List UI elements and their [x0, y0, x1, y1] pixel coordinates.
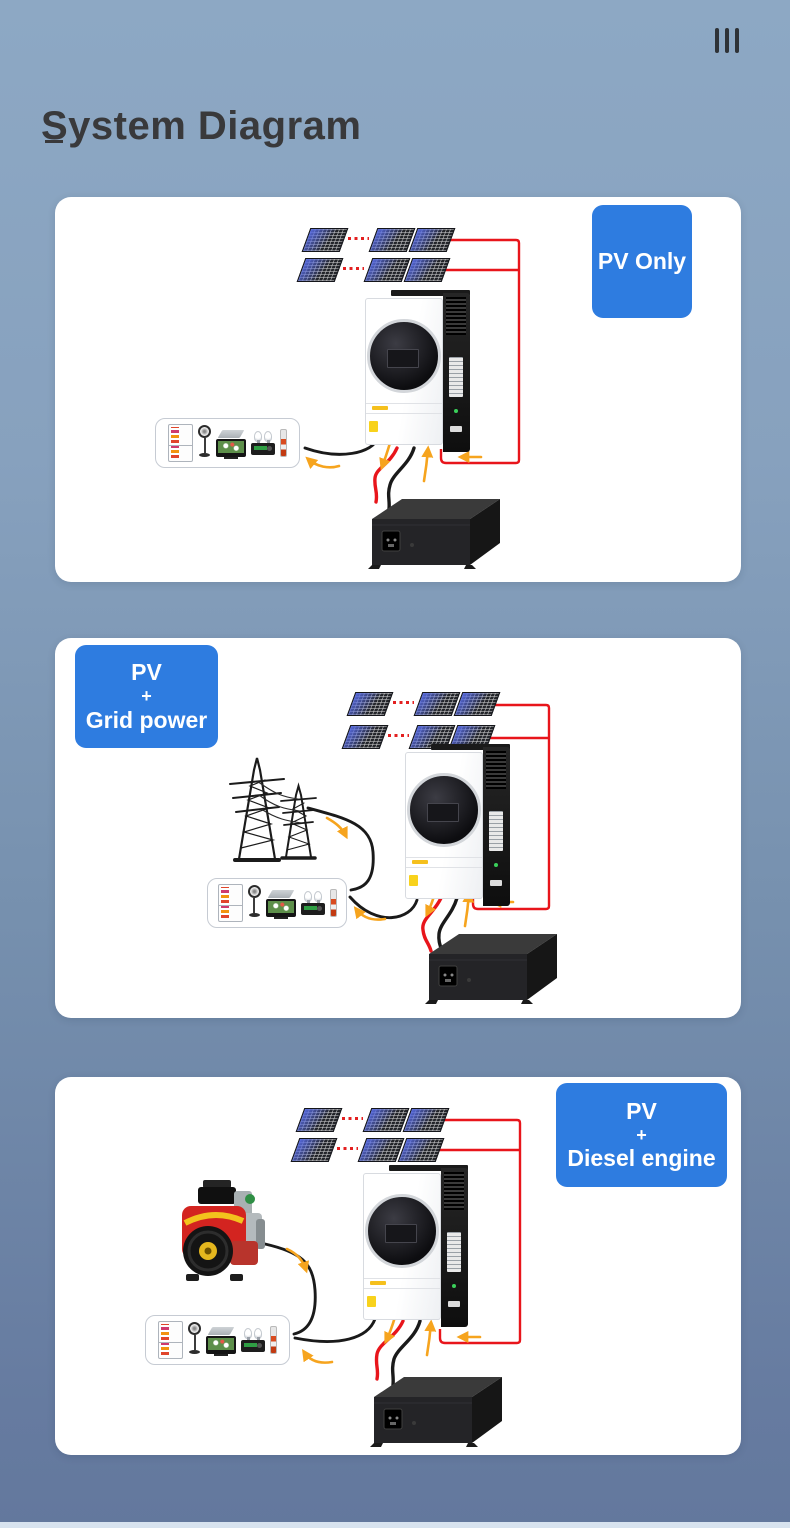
bulbs-device-icon [241, 1328, 265, 1352]
appliances-box [155, 418, 300, 468]
solar-panel-icon [368, 228, 416, 252]
pen-icon [270, 1326, 277, 1354]
appliances-box [207, 878, 347, 928]
diagram-label-pv-only: PV Only [592, 205, 692, 318]
bottom-light-strip [0, 1522, 790, 1528]
diagram-label-pv-diesel: PV + Diesel engine [556, 1083, 727, 1187]
inverter-side-panel [441, 1168, 468, 1327]
solar-panel-row [296, 258, 451, 283]
inverter-side-panel [443, 293, 470, 452]
inverter-display [427, 803, 459, 822]
inverter-mounting-bar [431, 744, 510, 750]
tv-laptop-icon [216, 429, 246, 459]
inverter-front-panel [405, 752, 483, 899]
label-line: PV [626, 1097, 657, 1124]
solar-panel-icon [362, 1108, 410, 1132]
label-line: PV Only [597, 248, 687, 275]
diagram-card-pv-grid: PV + Grid power [55, 638, 741, 1018]
hybrid-inverter [365, 290, 470, 455]
solar-panel-icon [357, 1138, 405, 1162]
solar-panel-icon [413, 692, 461, 716]
string-connector-dots [343, 267, 364, 270]
bulbs-device-icon [300, 891, 325, 915]
inverter-front-panel [363, 1173, 441, 1320]
solar-panel-row [290, 1138, 445, 1163]
grid-towers-icon [229, 757, 317, 862]
inverter-display [385, 1224, 417, 1243]
tv-laptop-icon [265, 889, 296, 919]
solar-panel-icon [403, 258, 451, 282]
diagram-card-pv-diesel: PV + Diesel engine [55, 1077, 741, 1455]
refrigerator-icon [217, 884, 243, 922]
label-line: + [141, 686, 152, 707]
solar-panel-icon [397, 1138, 445, 1162]
label-line: PV [131, 659, 162, 686]
diesel-engine-icon [182, 1180, 265, 1281]
string-connector-dots [393, 701, 414, 704]
hybrid-inverter [363, 1165, 468, 1330]
solar-panel-icon [301, 228, 349, 252]
fan-icon [247, 885, 261, 921]
fan-icon [198, 425, 211, 461]
solar-panel-icon [408, 228, 456, 252]
solar-panel-row [295, 1108, 450, 1133]
appliances-box [145, 1315, 290, 1365]
solar-panel-icon [453, 692, 501, 716]
string-connector-dots [348, 237, 369, 240]
solar-panel-icon [346, 692, 394, 716]
inverter-fan-ring [367, 319, 441, 393]
label-line: Grid power [85, 706, 208, 733]
battery [425, 934, 557, 1004]
inverter-fan-ring [407, 773, 481, 847]
solar-panel-row [341, 725, 496, 750]
solar-panel-icon [341, 725, 389, 749]
diagram-card-pv-only: PV Only [55, 197, 741, 582]
fan-icon [188, 1322, 201, 1358]
string-connector-dots [388, 734, 409, 737]
pen-icon [280, 429, 287, 457]
hybrid-inverter [405, 744, 510, 909]
inverter-side-panel [483, 747, 510, 906]
battery [368, 499, 500, 569]
string-connector-dots [337, 1147, 358, 1150]
inverter-front-panel [365, 298, 443, 445]
solar-panel-icon [290, 1138, 338, 1162]
solar-panel-icon [295, 1108, 343, 1132]
battery [370, 1377, 502, 1447]
solar-panel-icon [296, 258, 344, 282]
inverter-fan-ring [365, 1194, 439, 1268]
solar-panel-row [301, 228, 456, 253]
inverter-mounting-bar [389, 1165, 468, 1171]
string-connector-dots [342, 1117, 363, 1120]
solar-panel-row [346, 692, 501, 717]
diagram-label-pv-grid: PV + Grid power [75, 645, 218, 748]
label-line: + [636, 1124, 647, 1145]
page-title: System Diagram [41, 103, 362, 148]
refrigerator-icon [168, 424, 193, 462]
refrigerator-icon [158, 1321, 183, 1359]
inverter-mounting-bar [391, 290, 470, 296]
solar-panel-icon [363, 258, 411, 282]
inverter-display [387, 349, 419, 368]
three-bars-menu-icon[interactable] [715, 28, 739, 53]
tv-laptop-icon [206, 1326, 236, 1356]
title-underline-dash [45, 140, 63, 143]
label-line: Diesel engine [567, 1145, 716, 1172]
pen-icon [329, 889, 337, 917]
bulbs-device-icon [251, 431, 275, 455]
solar-panel-icon [402, 1108, 450, 1132]
